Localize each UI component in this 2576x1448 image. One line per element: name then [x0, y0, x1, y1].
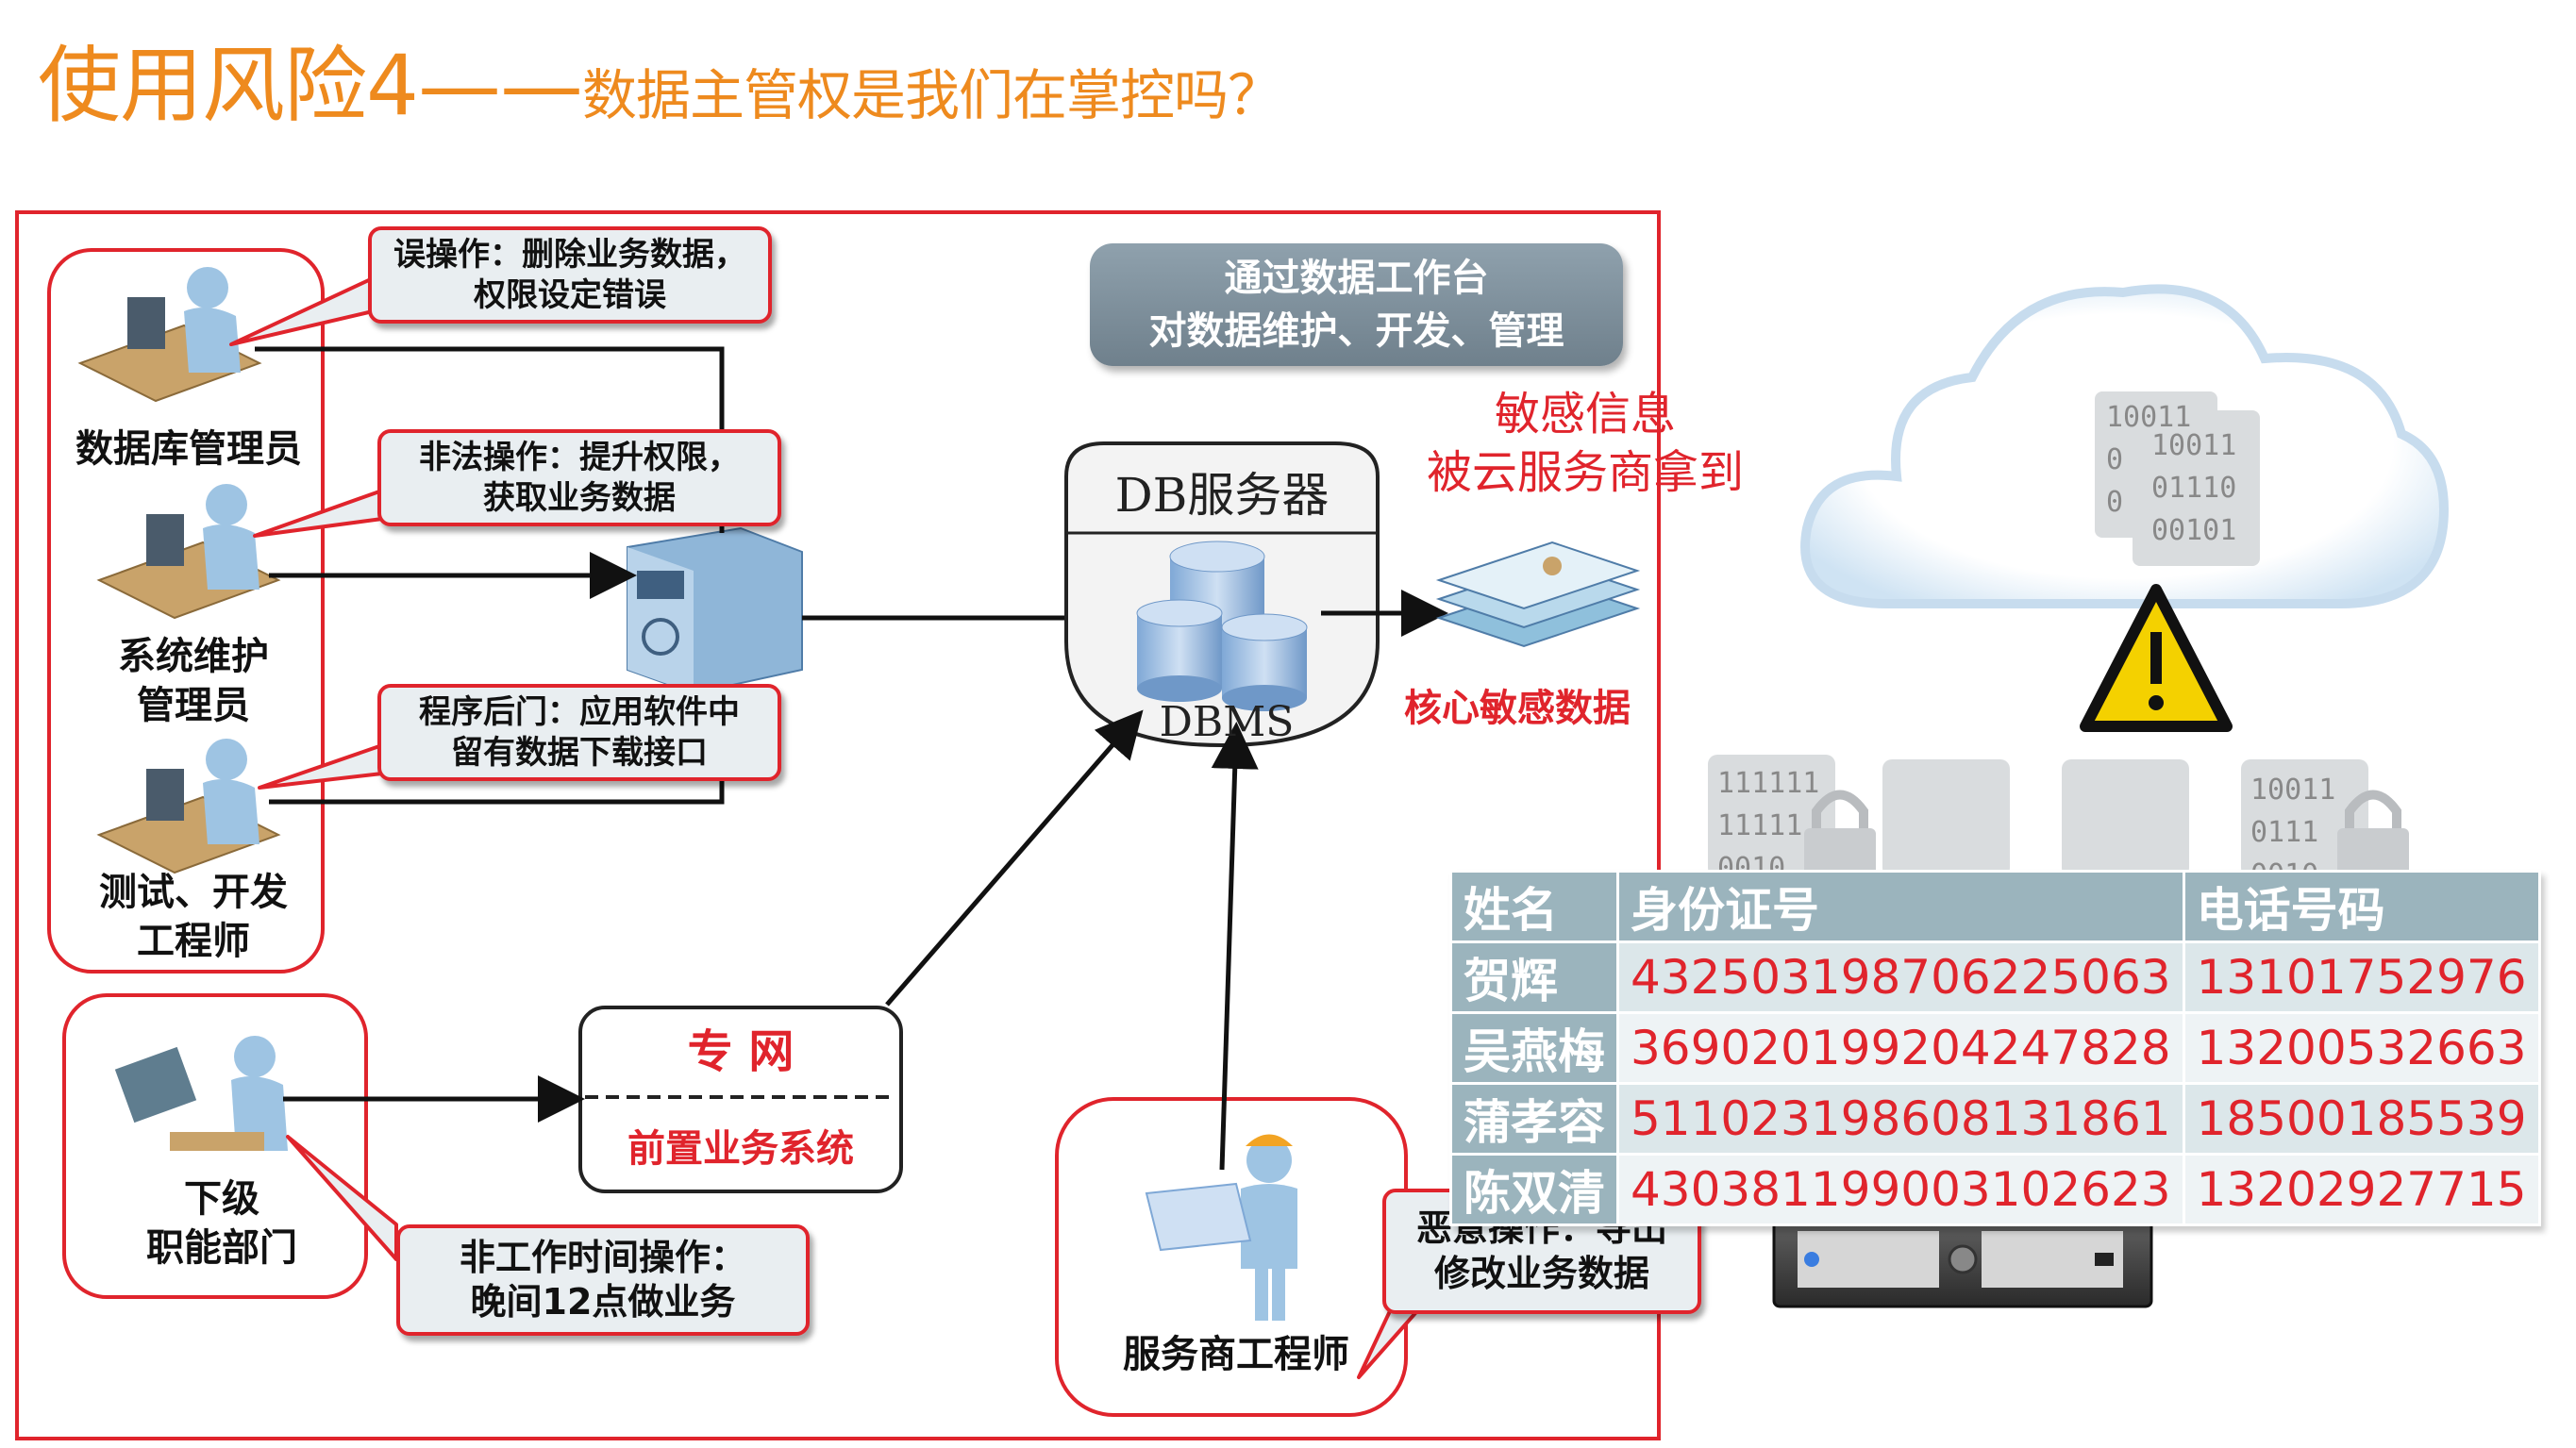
offhours-line2: 晚间12点做业务 — [470, 1281, 736, 1323]
col-header-phone: 电话号码 — [2182, 870, 2541, 943]
db-server-title: DB服务器 — [1114, 468, 1330, 523]
binary-line: 10011 — [2151, 429, 2237, 462]
doc4-binary: 10011 0111 0010 — [2250, 769, 2354, 873]
cell-phone: 13202927715 — [2182, 1153, 2541, 1226]
locked-doc-1 — [1708, 755, 1835, 877]
illegal-line1: 非法操作：提升权限， — [419, 439, 740, 476]
cloud-binary-back: 10011 0 0 — [2106, 396, 2191, 524]
subdept-label-line2: 职能部门 — [146, 1226, 297, 1270]
dba-figure-icon — [77, 267, 262, 403]
backdoor-line2: 留有数据下载接口 — [451, 733, 708, 772]
doc-2 — [1882, 759, 2010, 877]
misop-pointer — [229, 276, 375, 346]
binary-line: 10011 — [2250, 774, 2336, 807]
cell-id: 432503198706225063 — [1616, 940, 2185, 1014]
binary-line: 01110 — [2151, 472, 2237, 505]
network-to-db-arrow — [885, 709, 1144, 1007]
cell-id: 511023198608131861 — [1616, 1082, 2185, 1156]
binary-line: 0010 — [1717, 852, 1786, 871]
malicious-line2: 修改业务数据 — [1433, 1252, 1649, 1294]
illegal-pointer — [253, 489, 384, 538]
subdept-group-box — [62, 993, 368, 1299]
backdoor-callout: 程序后门：应用软件中留有数据下载接口 — [377, 684, 781, 781]
illegal-callout: 非法操作：提升权限，获取业务数据 — [377, 429, 781, 526]
workbench-line1: 通过数据工作台 — [1224, 257, 1489, 300]
cloud-note-line1: 敏感信息 — [1494, 388, 1676, 441]
sensitive-data-table: 姓名 身份证号 电话号码 贺辉 432503198706225063 13101… — [1449, 870, 2541, 1226]
outer-frame — [15, 210, 1661, 1440]
sysadmin-label: 系统维护 管理员 — [75, 632, 311, 730]
offhours-callout: 非工作时间操作：晚间12点做业务 — [396, 1224, 810, 1336]
subdept-label: 下级 职能部门 — [94, 1174, 349, 1273]
binary-line: 10011 — [2106, 401, 2191, 434]
core-data-label: 核心敏感数据 — [1404, 687, 1631, 730]
binary-line: 11111 — [1717, 809, 1803, 842]
rack-server-icon — [1772, 1210, 2153, 1308]
database-cylinders-icon — [1136, 541, 1308, 711]
dba-label: 数据库管理员 — [75, 427, 302, 471]
documents-stack-icon — [1435, 541, 1641, 648]
offhours-line1: 非工作时间操作： — [459, 1236, 746, 1278]
subdept-label-line1: 下级 — [184, 1177, 259, 1221]
cell-phone: 18500185539 — [2182, 1082, 2541, 1156]
cell-name: 蒲孝容 — [1449, 1082, 1619, 1156]
table-row: 陈双清 430381199003102623 13202927715 — [1449, 1153, 2541, 1226]
col-header-id: 身份证号 — [1616, 870, 2185, 943]
table-row: 吴燕梅 369020199204247828 13200532663 — [1449, 1011, 2541, 1085]
table-row: 蒲孝容 511023198608131861 18500185539 — [1449, 1082, 2541, 1156]
subdept-figure-icon — [114, 1036, 288, 1151]
doc1-binary: 111111 11111 0010 — [1717, 762, 1831, 871]
table-row: 贺辉 432503198706225063 13101752976 — [1449, 940, 2541, 1014]
network-top-label: 专 网 — [687, 1025, 795, 1078]
binary-line: 111111 — [1717, 767, 1820, 800]
cloud-binary-front: 10011 01110 00101 — [2151, 424, 2236, 552]
lock-icon — [2337, 790, 2409, 880]
misop-callout: 误操作：删除业务数据，权限设定错误 — [368, 226, 772, 324]
cell-name: 陈双清 — [1449, 1153, 1619, 1226]
cell-name: 吴燕梅 — [1449, 1011, 1619, 1085]
binary-line: 00101 — [2151, 514, 2237, 547]
locked-doc-4 — [2241, 759, 2368, 877]
sysadmin-label-line1: 系统维护 — [118, 635, 269, 678]
dbms-label: DBMS — [1159, 698, 1295, 746]
title-main: 使用风险4—— — [38, 37, 583, 134]
cell-name: 贺辉 — [1449, 940, 1619, 1014]
workbench-banner: 通过数据工作台对数据维护、开发、管理 — [1090, 243, 1623, 366]
cell-phone: 13101752976 — [2182, 940, 2541, 1014]
warning-icon — [2080, 584, 2233, 732]
illegal-line2: 获取业务数据 — [483, 478, 676, 517]
cloud-note-line2: 被云服务商拿到 — [1426, 446, 1744, 500]
cell-id: 369020199204247828 — [1616, 1011, 2185, 1085]
cell-id: 430381199003102623 — [1616, 1153, 2185, 1226]
page-title: 使用风险4——数据主管权是我们在掌控吗？ — [38, 19, 1282, 139]
network-bottom-label: 前置业务系统 — [627, 1127, 854, 1171]
vendor-label: 服务商工程师 — [1123, 1333, 1349, 1376]
tester-label: 测试、开发 工程师 — [75, 868, 311, 966]
cell-phone: 13200532663 — [2182, 1011, 2541, 1085]
title-sub: 数据主管权是我们在掌控吗？ — [582, 63, 1282, 127]
tester-label-line2: 工程师 — [137, 920, 250, 963]
vendor-figure-icon — [1145, 1134, 1297, 1321]
table-header-row: 姓名 身份证号 电话号码 — [1449, 870, 2541, 943]
tester-label-line1: 测试、开发 — [99, 871, 288, 914]
binary-line: 0010 — [2250, 854, 2354, 873]
col-header-name: 姓名 — [1449, 870, 1619, 943]
cloud-note: 敏感信息 被云服务商拿到 — [1401, 385, 1769, 503]
vendor-to-db-arrow — [1211, 722, 1259, 1171]
misop-line2: 权限设定错误 — [474, 275, 666, 314]
binary-line: 0111 — [2250, 816, 2319, 849]
workbench-line2: 对数据维护、开发、管理 — [1148, 309, 1564, 353]
sysadmin-label-line2: 管理员 — [137, 684, 250, 727]
binary-line: 0 — [2106, 443, 2124, 476]
app-server-icon — [627, 526, 803, 695]
backdoor-line1: 程序后门：应用软件中 — [419, 693, 740, 731]
binary-line: 0 — [2106, 486, 2124, 519]
doc-3 — [2062, 759, 2189, 877]
users-group-box — [47, 248, 325, 974]
lock-icon — [1804, 790, 1876, 880]
misop-line1: 误操作：删除业务数据， — [393, 236, 746, 274]
sysadmin-figure-icon — [96, 484, 281, 620]
tester-figure-icon — [96, 739, 281, 874]
